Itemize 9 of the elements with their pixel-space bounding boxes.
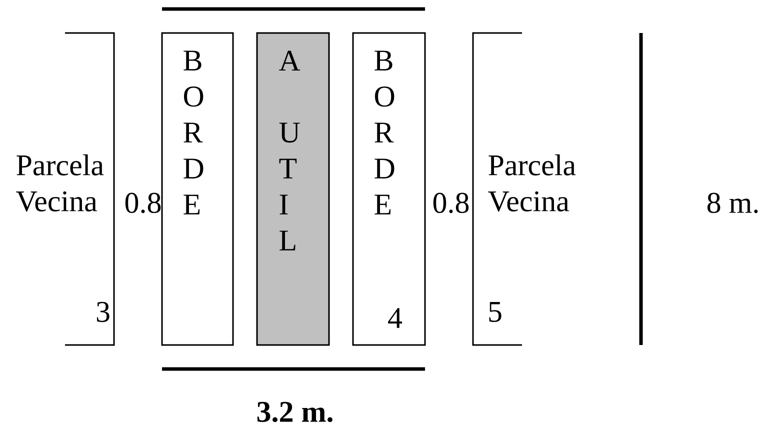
dimension-label: 0.8: [125, 192, 161, 214]
dimension-label: 8 m.: [707, 192, 758, 214]
strip-box: A U T I L: [256, 32, 330, 346]
dimension-label: 0.8: [433, 192, 469, 214]
bracket: Parcela Vecina 5: [472, 32, 576, 346]
strip-box: B O R D E 4: [352, 32, 426, 346]
strip-box: B O R D E: [161, 32, 234, 346]
bracket: Parcela Vecina 3: [16, 32, 115, 346]
dimension-label: 3.2 m.: [257, 402, 332, 422]
